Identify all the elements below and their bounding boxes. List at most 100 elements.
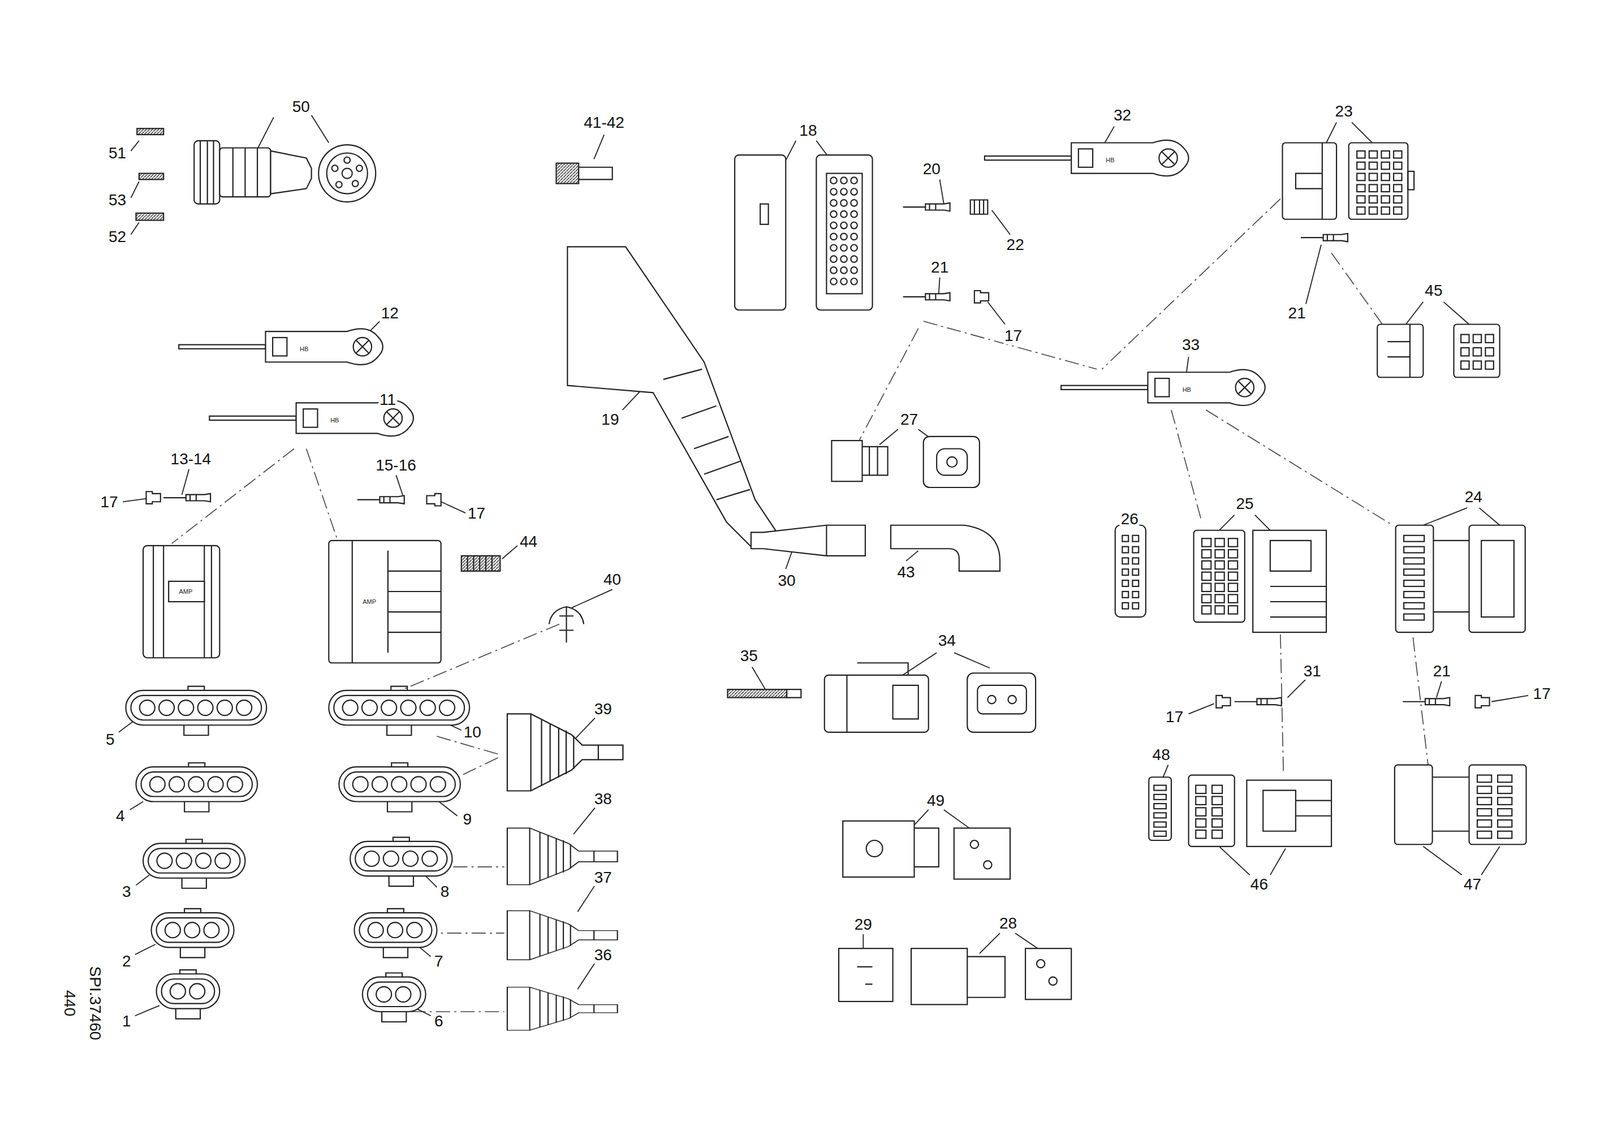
- pin-holes: [1403, 535, 1425, 542]
- plug-housing: [183, 725, 209, 736]
- terminal-pin: [903, 203, 951, 301]
- leader-line: [906, 550, 919, 562]
- housing: [352, 540, 442, 663]
- pin-holes: [830, 244, 838, 252]
- sensor-connector: [923, 436, 980, 488]
- pin-holes: [1201, 538, 1211, 547]
- pin-holes: [850, 210, 858, 218]
- callout-number: 23: [1334, 102, 1354, 120]
- pin-holes: [1214, 538, 1224, 547]
- callout-number: 3: [121, 883, 133, 901]
- pin-holes: [1228, 583, 1238, 592]
- cap: [825, 525, 827, 556]
- dash-dot-line: [411, 1011, 504, 1013]
- pin-holes: [830, 266, 838, 274]
- pin-holes: [850, 266, 858, 274]
- plug-housing: [165, 922, 181, 938]
- pin-holes: [1122, 602, 1129, 610]
- flat-terminal: [578, 167, 613, 180]
- pin-holes: [1132, 557, 1139, 564]
- pin-holes: [830, 233, 838, 241]
- leader-line: [577, 885, 595, 912]
- leader-line: [135, 874, 149, 886]
- leader-line: [992, 210, 1011, 235]
- multi-pin-connector: [1193, 530, 1245, 623]
- plug-housing: [338, 766, 461, 802]
- plug-housing: [149, 776, 166, 792]
- pin-holes: [840, 255, 848, 263]
- pin-holes: [1214, 583, 1224, 592]
- grommet: [461, 555, 501, 572]
- plug-housing: [180, 947, 205, 958]
- callout-number: 1: [121, 1012, 133, 1030]
- plug-housing: [135, 766, 258, 802]
- callout-number: 12: [380, 304, 400, 322]
- plug-housing: [186, 839, 203, 844]
- multi-pin-connector: [734, 154, 873, 310]
- pin-holes: [1393, 184, 1402, 192]
- pin-holes: [1485, 360, 1494, 369]
- callout-number: 28: [998, 915, 1019, 933]
- contact-pin: [135, 213, 164, 221]
- pin-holes: [1132, 580, 1139, 587]
- multi-pin-connector: [1377, 324, 1423, 378]
- callout-number: 49: [925, 792, 946, 810]
- multi-pin-connector: [1282, 142, 1338, 219]
- plug-housing: [135, 762, 258, 813]
- callout-number: 18: [798, 122, 818, 140]
- pin-holes: [1201, 605, 1211, 614]
- brand-mark: AMP: [361, 598, 378, 606]
- pin-holes: [1369, 162, 1378, 170]
- pin-holes: [1228, 594, 1238, 603]
- plug-housing: [395, 986, 411, 1003]
- terminal-pin: [1234, 697, 1282, 706]
- callout-number: 45: [1423, 282, 1444, 300]
- valve-connector: [983, 860, 992, 869]
- plug-housing: [385, 972, 403, 977]
- plug-housing: [354, 912, 437, 948]
- dash-dot-line: [1171, 410, 1202, 523]
- multi-pin-connector: [816, 154, 873, 310]
- contact-pin: [136, 128, 164, 135]
- plug-housing: [393, 837, 410, 842]
- plug-housing: [148, 848, 240, 873]
- callout-number: 9: [462, 811, 474, 828]
- pin-holes: [1212, 807, 1223, 816]
- pin-holes: [1201, 549, 1211, 558]
- callout-number: 52: [107, 228, 128, 246]
- callout-number: 22: [1005, 236, 1026, 254]
- callout-number: 8: [439, 883, 451, 901]
- leader-line: [182, 469, 190, 495]
- pin-holes: [1497, 786, 1512, 794]
- pin-holes: [830, 278, 838, 286]
- wire-seal: [1475, 695, 1490, 709]
- pin-holes: [830, 188, 838, 196]
- leader-line: [573, 807, 595, 835]
- plug-housing: [367, 982, 421, 1007]
- plug-housing: [227, 776, 243, 792]
- round-connector: [331, 165, 339, 172]
- plug-housing: [364, 851, 380, 867]
- pin-holes: [1122, 580, 1129, 587]
- multi-pin-connector: [1348, 142, 1409, 219]
- brand-mark: HB: [298, 345, 310, 353]
- boot-cover: [567, 246, 776, 549]
- brand-mark: AMP: [177, 588, 194, 596]
- pin-holes: [1497, 831, 1512, 839]
- pin-holes: [1497, 808, 1512, 817]
- valve-connector: [954, 827, 1011, 879]
- wire-seal: [1215, 695, 1231, 709]
- housing: [328, 540, 441, 663]
- plug-housing: [350, 841, 452, 877]
- pin-holes: [1403, 546, 1425, 554]
- leader-line: [1422, 507, 1500, 526]
- multi-pin-connector: [1469, 765, 1527, 845]
- pin-holes: [830, 255, 838, 263]
- callout-number: 48: [1151, 746, 1172, 764]
- multi-pin-connector: [1115, 525, 1146, 618]
- pin-holes: [1381, 184, 1390, 192]
- terminal-pin: [1300, 233, 1348, 242]
- plug-housing: [362, 977, 426, 1012]
- round-connector: [352, 180, 359, 187]
